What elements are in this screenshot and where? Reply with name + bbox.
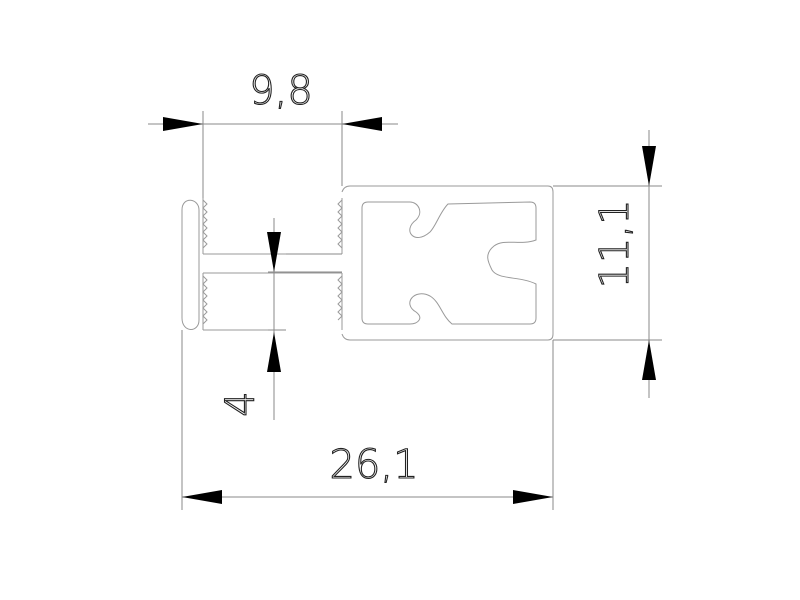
arrow-bottom-left bbox=[182, 490, 222, 504]
body-outer bbox=[341, 185, 554, 341]
arrow-right-up bbox=[642, 340, 656, 380]
arrow-gap-up bbox=[267, 332, 281, 372]
profile-right-body bbox=[341, 185, 554, 341]
lower-slot-left-teeth bbox=[202, 275, 208, 325]
extension-lines bbox=[181, 111, 662, 510]
profile-left-rail bbox=[181, 199, 200, 330]
dimension-gap-height: 4 bbox=[217, 218, 342, 420]
arrow-top-right bbox=[342, 117, 382, 131]
dim-label-top-width: 9,8 bbox=[249, 68, 313, 114]
left-rail-outline bbox=[181, 199, 200, 330]
dim-label-overall-width: 26,1 bbox=[329, 442, 418, 488]
arrow-top-left bbox=[163, 117, 203, 131]
arrow-gap-down bbox=[267, 232, 281, 272]
arrow-bottom-right bbox=[513, 490, 553, 504]
lower-slot-right-teeth bbox=[337, 275, 343, 321]
dimension-overall-height: 11,1 bbox=[591, 130, 656, 398]
arrow-right-down bbox=[642, 146, 656, 186]
upper-slot-left-teeth bbox=[202, 199, 208, 249]
body-inner-cavity bbox=[361, 201, 537, 325]
dim-label-overall-height: 11,1 bbox=[592, 199, 638, 288]
dimension-top-width: 9,8 bbox=[148, 67, 398, 131]
upper-slot-right-teeth bbox=[337, 199, 343, 249]
dim-label-gap-height: 4 bbox=[218, 391, 264, 416]
dimension-overall-width: 26,1 bbox=[182, 441, 553, 504]
lower-slot bbox=[202, 272, 343, 331]
